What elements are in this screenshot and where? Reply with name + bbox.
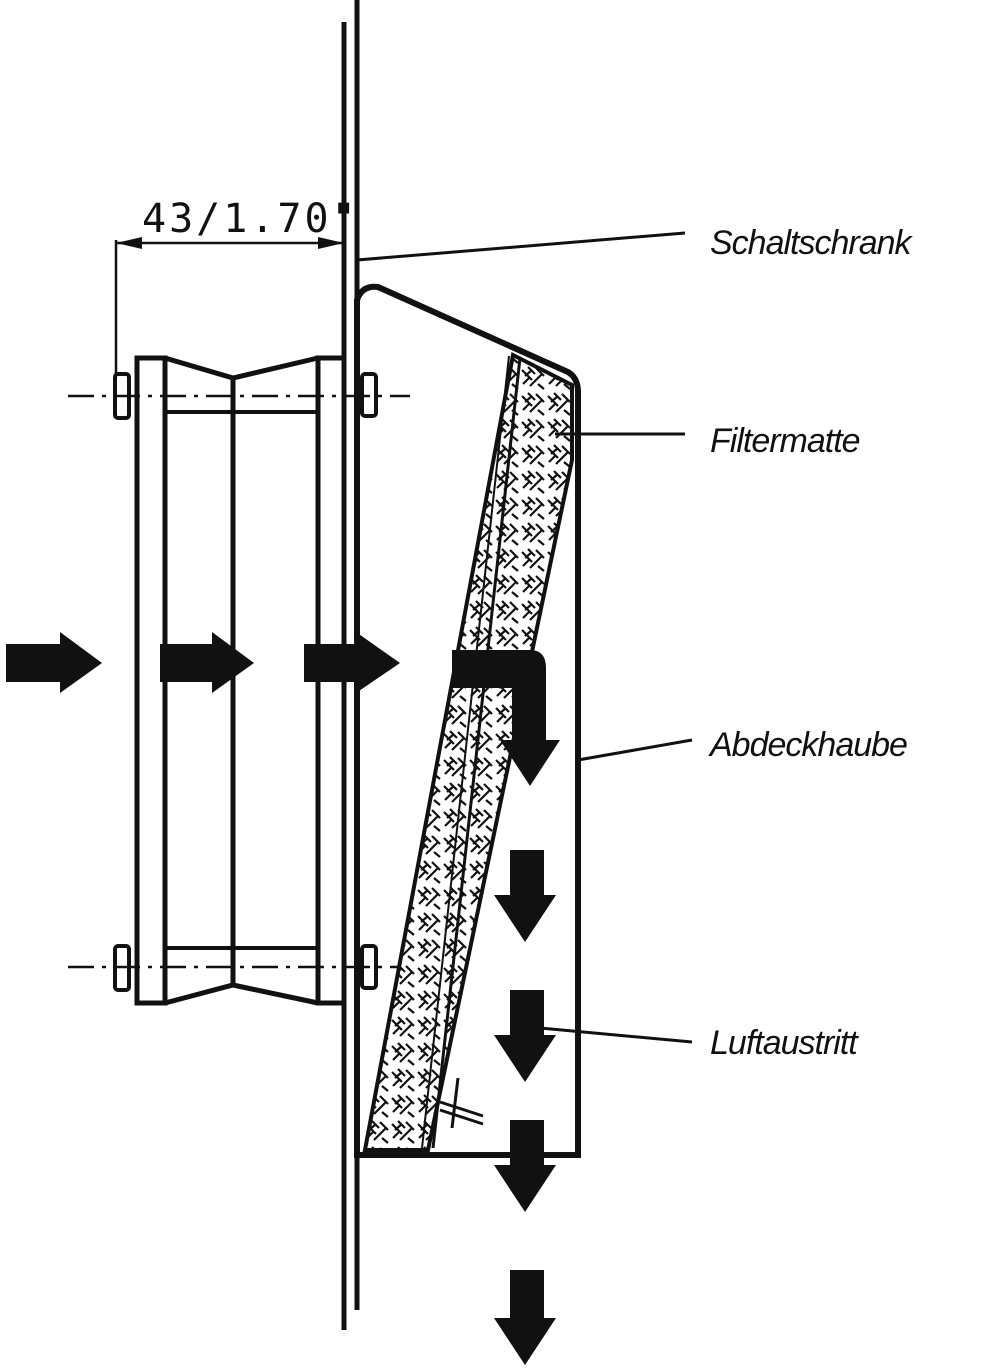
air-inflow-arrows [6, 632, 400, 693]
label-abdeckhaube: Abdeckhaube [708, 726, 907, 764]
leader-abdeckhaube [577, 738, 693, 762]
leader-luftaustritt [539, 1026, 693, 1044]
outflow-arrow-1 [494, 850, 556, 942]
air-turn-arrow [452, 650, 560, 786]
air-outflow-arrows [494, 850, 556, 1365]
screw-center-lines [68, 394, 410, 969]
label-luftaustritt: Luftaustritt [710, 1024, 859, 1062]
outflow-arrow-3 [494, 1120, 556, 1212]
dimension-line [114, 237, 344, 375]
dimension-label: 43/1.70" [142, 196, 359, 242]
filter-clip [439, 1077, 484, 1129]
leader-lines [356, 231, 693, 1044]
inflow-arrow-1 [6, 632, 102, 693]
inflow-arrow-2 [160, 632, 254, 693]
inflow-arrow-3 [304, 632, 400, 693]
leader-schaltschrank [356, 231, 686, 262]
label-filtermatte: Filtermatte [710, 422, 860, 460]
label-schaltschrank: Schaltschrank [710, 224, 914, 262]
cover-hood [354, 283, 581, 1158]
outflow-arrow-2 [494, 990, 556, 1082]
filter-mat [362, 352, 574, 1152]
outflow-arrow-4 [494, 1270, 556, 1365]
